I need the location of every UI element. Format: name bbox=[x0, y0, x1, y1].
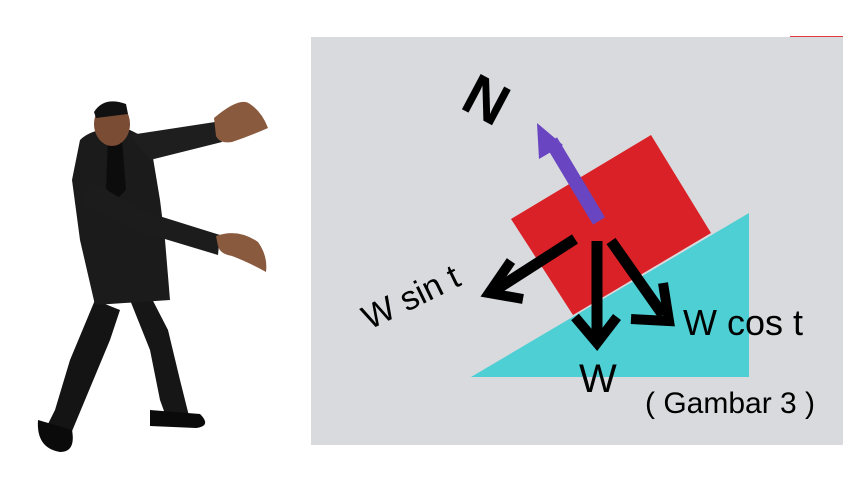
person-gesturing-illustration bbox=[37, 101, 268, 452]
free-body-diagram-drawing bbox=[471, 123, 749, 377]
figure-caption: ( Gambar 3 ) bbox=[645, 387, 816, 420]
w-cos-arrowhead bbox=[630, 282, 675, 327]
weight-label: W bbox=[579, 357, 617, 401]
block bbox=[511, 135, 711, 315]
incline-plane bbox=[471, 213, 749, 377]
w-cos-label: W cos t bbox=[683, 302, 804, 343]
w-sin-arrowhead bbox=[480, 258, 524, 304]
w-cos-arrow bbox=[606, 237, 668, 319]
normal-force-arrow bbox=[544, 137, 606, 225]
w-sin-arrow bbox=[494, 234, 578, 294]
weight-arrowhead bbox=[571, 313, 621, 351]
normal-force-arrowhead bbox=[537, 123, 563, 159]
free-body-diagram-panel: N W sin t W W cos t ( Gambar 3 ) bbox=[311, 37, 843, 445]
